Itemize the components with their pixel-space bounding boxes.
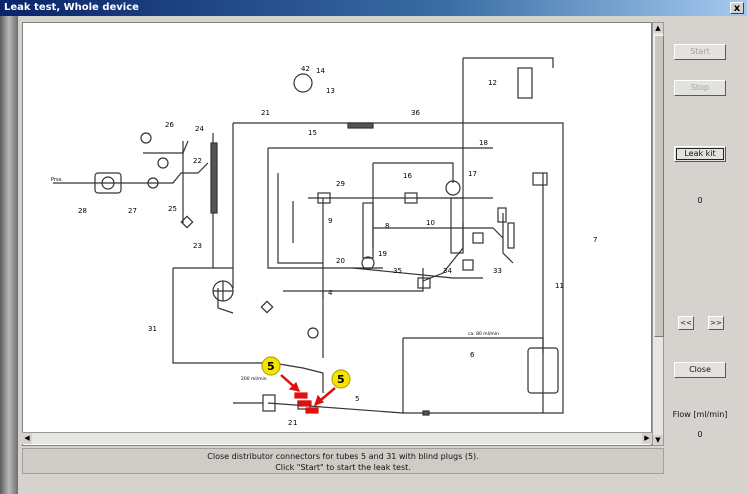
tube-label: 6 — [470, 351, 475, 359]
scroll-down-icon[interactable]: ▼ — [653, 435, 663, 445]
tube-label: 1 — [293, 419, 297, 427]
horizontal-scrollbar[interactable]: ◀ ▶ — [22, 432, 652, 444]
close-button[interactable]: Close — [674, 362, 726, 378]
tube-label: 22 — [193, 157, 202, 165]
tube-label: 13 — [326, 87, 335, 95]
tube-label: 31 — [148, 325, 157, 333]
tube-label: 11 — [555, 282, 564, 290]
leak-kit-button[interactable]: Leak kit — [674, 146, 726, 162]
window-title: Leak test, Whole device — [4, 2, 139, 13]
tube-label: 9 — [328, 217, 332, 225]
callout-a-label: 5 — [267, 360, 275, 373]
tube-label: 8 — [385, 222, 389, 230]
tube-label: 20 — [336, 257, 345, 265]
tube-label: 26 — [165, 121, 174, 129]
tube-label: 7 — [593, 236, 597, 244]
callout-a — [261, 356, 281, 376]
tube-label: 29 — [336, 180, 345, 188]
flow-left-label: 200 ml/min — [241, 376, 267, 382]
title-bar: Leak test, Whole device x — [0, 0, 747, 16]
flow-label: Flow [ml/min] — [672, 410, 728, 419]
pipe-network — [53, 57, 564, 414]
tube-label: 36 — [411, 109, 420, 117]
prev-step-button[interactable]: << — [678, 316, 694, 330]
tube-label: 5 — [355, 395, 359, 403]
tube-label: 24 — [195, 125, 204, 133]
flow-right-label: ca. 80 ml/min — [468, 331, 499, 337]
flow-diagram: 5 5 Prss. 200 ml/min ca. 80 ml/min 1 2 4… — [51, 57, 597, 427]
tube-label: 25 — [168, 205, 177, 213]
tube-label: 4 — [328, 289, 333, 297]
diagram-canvas: 5 5 Prss. 200 ml/min ca. 80 ml/min 1 2 4… — [22, 22, 652, 446]
vertical-scrollbar[interactable]: ▲ ▼ — [652, 22, 664, 446]
tube-label: 28 — [78, 207, 87, 215]
tube-label: 19 — [378, 250, 387, 258]
instruction-line-2: Click "Start" to start the leak test. — [275, 463, 411, 472]
callout-b-label: 5 — [337, 373, 345, 386]
tube-label: 17 — [468, 170, 477, 178]
scroll-thumb[interactable] — [654, 35, 664, 337]
scroll-right-icon[interactable]: ▶ — [642, 433, 652, 444]
tube-label: 2 — [288, 419, 292, 427]
tube-label: 27 — [128, 207, 137, 215]
background-strip — [0, 16, 18, 494]
leak-kit-value: 0 — [697, 196, 703, 205]
tube-label: 14 — [316, 67, 325, 75]
inlet-label: Prss. — [51, 177, 63, 183]
flow-value: 0 — [697, 430, 703, 439]
callout-b — [331, 369, 351, 389]
close-icon[interactable]: x — [730, 2, 744, 14]
tube-label: 35 — [393, 267, 402, 275]
tube-label: 23 — [193, 242, 202, 250]
tube-label: 34 — [443, 267, 452, 275]
instruction-message: Close distributor connectors for tubes 5… — [22, 448, 664, 474]
tube-label: 18 — [479, 139, 488, 147]
tube-label: 10 — [426, 219, 435, 227]
scroll-up-icon[interactable]: ▲ — [653, 23, 663, 33]
scroll-left-icon[interactable]: ◀ — [22, 433, 32, 444]
blind-plug-markers — [261, 356, 351, 414]
tube-label: 21 — [261, 109, 270, 117]
tube-label: 33 — [493, 267, 502, 275]
tube-label: 42 — [301, 65, 310, 73]
tube-label: 12 — [488, 79, 497, 87]
tube-label: 15 — [308, 129, 317, 137]
tube-label: 16 — [403, 172, 412, 180]
instruction-line-1: Close distributor connectors for tubes 5… — [207, 452, 479, 461]
start-button[interactable]: Start — [674, 44, 726, 60]
next-step-button[interactable]: >> — [708, 316, 724, 330]
stop-button[interactable]: Stop — [674, 80, 726, 96]
